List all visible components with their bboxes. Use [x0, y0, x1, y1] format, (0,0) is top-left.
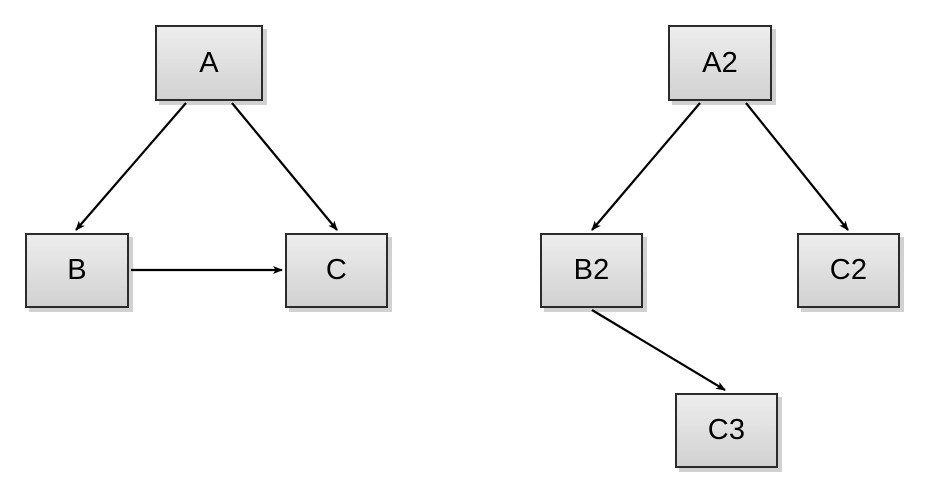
node-c3[interactable]: C3: [675, 393, 778, 468]
graph-left-edges: [75, 102, 338, 274]
edge-a2-to-c2: [745, 102, 849, 231]
edges-group: [75, 102, 849, 391]
node-label-c: C: [325, 254, 348, 286]
node-label-c3: C3: [707, 414, 746, 446]
node-label-b2: B2: [573, 254, 610, 286]
node-b2[interactable]: B2: [540, 233, 643, 308]
edge-b2-to-c3: [591, 309, 726, 391]
graph-right-edges: [591, 102, 849, 391]
node-label-a: A: [199, 46, 219, 79]
edge-a2-to-b2: [591, 102, 701, 231]
node-a[interactable]: A: [155, 25, 263, 101]
node-a2[interactable]: A2: [668, 25, 772, 101]
node-label-c2: C2: [829, 254, 868, 286]
node-b[interactable]: B: [25, 233, 129, 308]
node-c[interactable]: C: [285, 233, 388, 308]
edge-a-to-c: [231, 102, 338, 231]
edge-a-to-b: [75, 102, 187, 231]
node-label-a2: A2: [702, 46, 738, 79]
node-c2[interactable]: C2: [797, 233, 900, 308]
node-label-b: B: [67, 254, 87, 286]
